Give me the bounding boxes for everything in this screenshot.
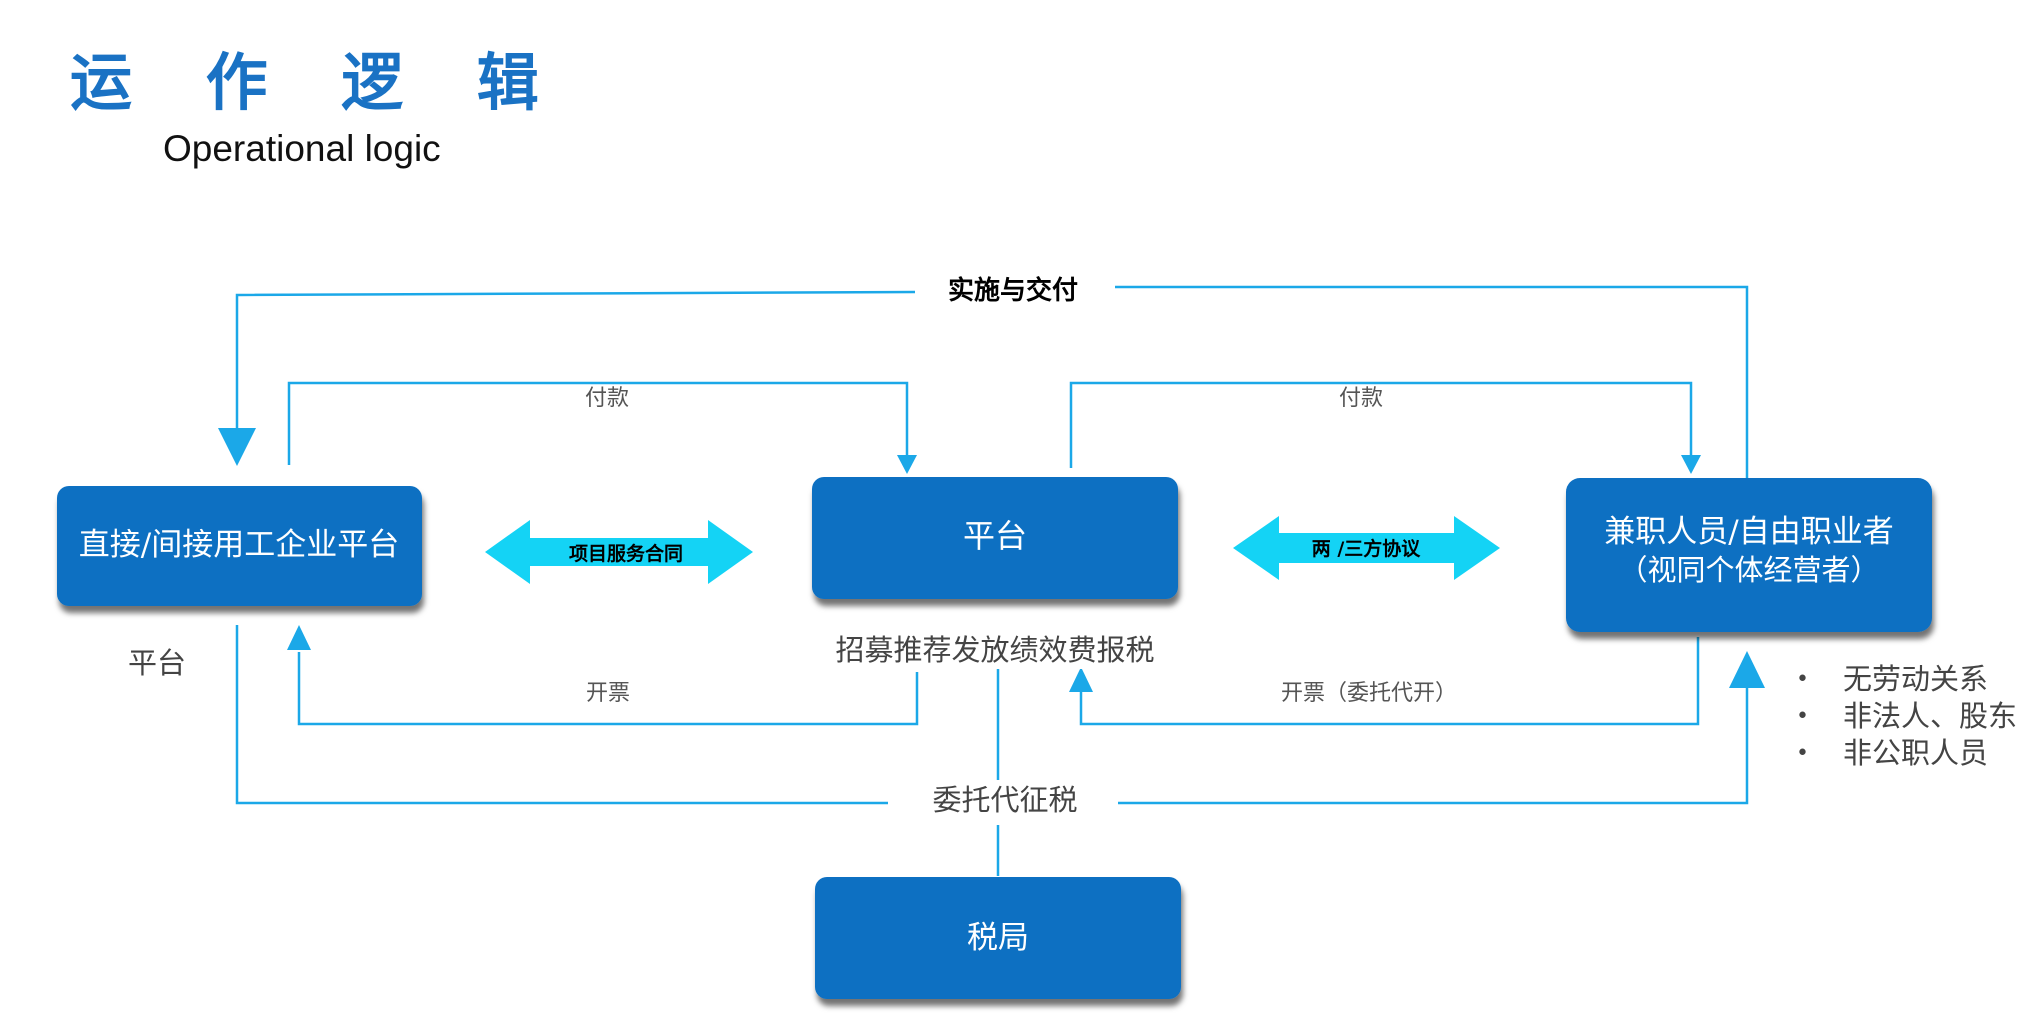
invoice-right-line	[1079, 637, 1700, 726]
arrow-down-platform	[897, 455, 917, 474]
invoice-left-line	[297, 652, 919, 726]
arrow-up-freelancer	[1729, 651, 1765, 688]
pay-right-label: 付款	[1339, 386, 1383, 411]
tax-bureau-label: 税局	[967, 920, 1029, 956]
platform-node: 平台	[812, 477, 1178, 599]
withhold-line-right	[1118, 686, 1749, 805]
bullet-2: •	[1796, 704, 1809, 729]
agreement-arrow: 两 /三方协议	[1233, 516, 1500, 580]
arrow-up-enterprise	[287, 625, 311, 650]
platform-label: 平台	[963, 517, 1027, 555]
invoice-left-label: 开票	[586, 681, 630, 706]
conditions-list: • 无劳动关系 • 非法人、股东 • 非公职人员	[1796, 662, 2017, 770]
pay-left-label: 付款	[585, 386, 629, 411]
freelancer-label: 兼职人员/自由职业者	[1604, 514, 1893, 550]
platform-services-label: 招募推荐发放绩效费报税	[835, 633, 1154, 667]
enterprise-sublabel: 平台	[128, 646, 186, 680]
delivery-label: 实施与交付	[948, 275, 1078, 306]
delivery-line	[1115, 285, 1749, 480]
delivery-line-left	[235, 290, 916, 430]
condition-item-2: 非法人、股东	[1843, 699, 2017, 733]
arrow-up-platform	[1069, 667, 1093, 692]
bullet-3: •	[1796, 741, 1809, 766]
arrow-down-enterprise	[218, 428, 256, 466]
page-subtitle: Operational logic	[163, 128, 441, 169]
agreement-label: 两 /三方协议	[1312, 537, 1422, 560]
connector-lines	[235, 285, 1749, 876]
invoice-right-label: 开票（委托代开）	[1281, 681, 1457, 706]
contract-arrow: 项目服务合同	[485, 520, 753, 584]
withhold-line-left	[235, 625, 888, 805]
bullet-1: •	[1796, 667, 1809, 692]
tax-bureau-node: 税局	[815, 877, 1181, 999]
enterprise-label: 直接/间接用工企业平台	[79, 527, 399, 563]
enterprise-node: 直接/间接用工企业平台	[57, 486, 422, 606]
condition-item-1: 无劳动关系	[1843, 662, 1988, 696]
pay-right-line	[1069, 381, 1693, 468]
arrowheads	[218, 428, 1765, 692]
arrow-down-freelancer	[1681, 455, 1701, 474]
contract-label: 项目服务合同	[569, 542, 683, 565]
freelancer-node: 兼职人员/自由职业者 （视同个体经营者）	[1566, 478, 1932, 632]
freelancer-sublabel: （视同个体经营者）	[1618, 553, 1879, 587]
condition-item-3: 非公职人员	[1843, 736, 1988, 770]
withhold-tax-label: 委托代征税	[932, 783, 1077, 817]
page-title: 运 作 逻 辑	[70, 46, 565, 119]
pay-left-line	[287, 381, 909, 465]
